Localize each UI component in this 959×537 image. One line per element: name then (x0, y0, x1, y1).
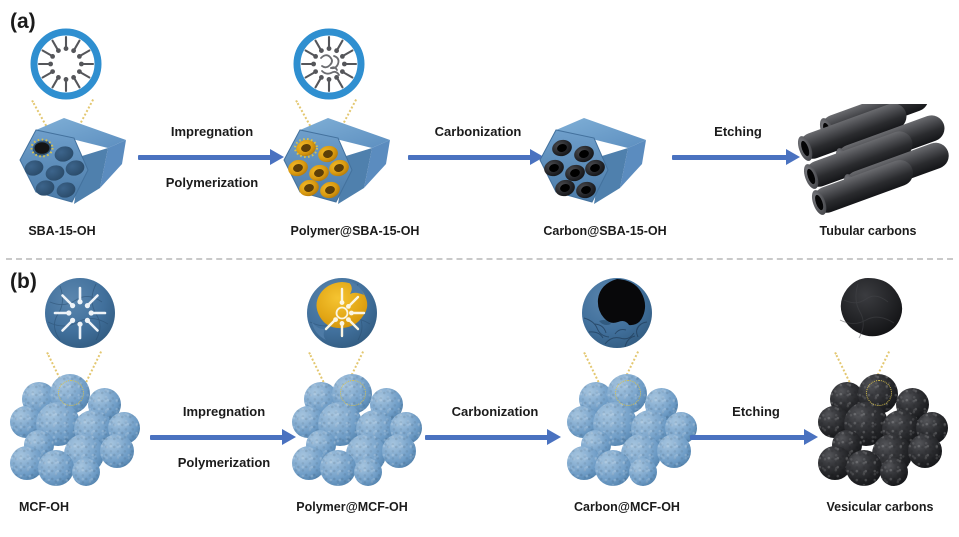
structure-sba15-oh (12, 112, 136, 212)
structure-carbon-sba15-oh (532, 112, 656, 212)
arrow-b-etching: Etching (690, 404, 822, 454)
arrow-b1-bottom-label: Polymerization (177, 455, 271, 470)
inset-ring-polymer-sba15-oh (287, 22, 371, 106)
structure-mcf-oh (8, 372, 153, 487)
sphere (38, 450, 74, 486)
highlight-ring-mcf-oh (58, 380, 84, 406)
sphere (846, 450, 882, 486)
arrow-b1-top-label: Impregnation (182, 404, 266, 419)
arrow-b2-top-label: Carbonization (451, 404, 539, 419)
caption-sba15-oh: SBA-15-OH (28, 224, 96, 238)
panel-letter-a: (a) (10, 10, 36, 33)
inset-sphere-vesicular-carbon (826, 274, 910, 354)
arrow-b3-shaft (690, 435, 806, 440)
highlight-ring-vesicular-carbons (866, 380, 892, 406)
arrow-a1-shaft (138, 155, 272, 160)
caption-carbon-mcf-oh: Carbon@MCF-OH (574, 500, 680, 514)
arrow-a1-bottom-label: Polymerization (165, 175, 259, 190)
sphere (629, 458, 657, 486)
arrow-b1-head (282, 429, 296, 445)
sphere (880, 458, 908, 486)
arrow-a1-head (270, 149, 284, 165)
arrow-a3-top-label: Etching (714, 124, 762, 139)
arrow-b-carbonization: Carbonization (425, 404, 565, 454)
highlight-ring-polymer-mcf-oh (340, 380, 366, 406)
sphere (100, 434, 134, 468)
sphere (382, 434, 416, 468)
arrow-a3-shaft (672, 155, 788, 160)
arrow-a2-top-label: Carbonization (434, 124, 522, 139)
panel-letter-b: (b) (10, 270, 37, 293)
arrow-a3-head (786, 149, 800, 165)
structure-polymer-mcf-oh (290, 372, 435, 487)
arrow-b3-top-label: Etching (732, 404, 780, 419)
arrow-b3-head (804, 429, 818, 445)
arrow-a-carbonization: Carbonization (408, 124, 548, 174)
structure-vesicular-carbons (816, 372, 959, 487)
arrow-a2-shaft (408, 155, 532, 160)
sphere (72, 458, 100, 486)
inset-sphere-mcf-oh (38, 274, 122, 354)
caption-polymer-sba15-oh: Polymer@SBA-15-OH (290, 224, 420, 238)
caption-mcf-oh: MCF-OH (19, 500, 69, 514)
caption-tubular-carbons: Tubular carbons (819, 224, 917, 238)
inset-sphere-carbon-mcf-oh (575, 274, 659, 354)
sphere (908, 434, 942, 468)
arrow-a-impregnation-polymerization: Impregnation Polymerization (138, 124, 286, 190)
structure-polymer-sba15-oh (276, 112, 400, 212)
inset-sphere-polymer-mcf-oh (300, 274, 384, 354)
arrow-b1-shaft (150, 435, 284, 440)
caption-vesicular-carbons: Vesicular carbons (826, 500, 934, 514)
arrow-a-etching: Etching (672, 124, 804, 174)
arrow-a1-top-label: Impregnation (170, 124, 254, 139)
sphere (657, 434, 691, 468)
highlight-ring-carbon-mcf-oh (615, 380, 641, 406)
sphere (354, 458, 382, 486)
structure-tubular-carbons (788, 85, 952, 221)
inset-ring-sba15-oh (24, 22, 108, 106)
sphere (320, 450, 356, 486)
arrow-b2-shaft (425, 435, 549, 440)
structure-carbon-mcf-oh (565, 372, 710, 487)
arrow-b2-head (547, 429, 561, 445)
sphere (10, 406, 42, 438)
caption-carbon-sba15-oh: Carbon@SBA-15-OH (543, 224, 667, 238)
arrow-b-impregnation-polymerization: Impregnation Polymerization (150, 404, 298, 470)
caption-polymer-mcf-oh: Polymer@MCF-OH (296, 500, 408, 514)
sphere (595, 450, 631, 486)
panel-divider (6, 258, 953, 260)
